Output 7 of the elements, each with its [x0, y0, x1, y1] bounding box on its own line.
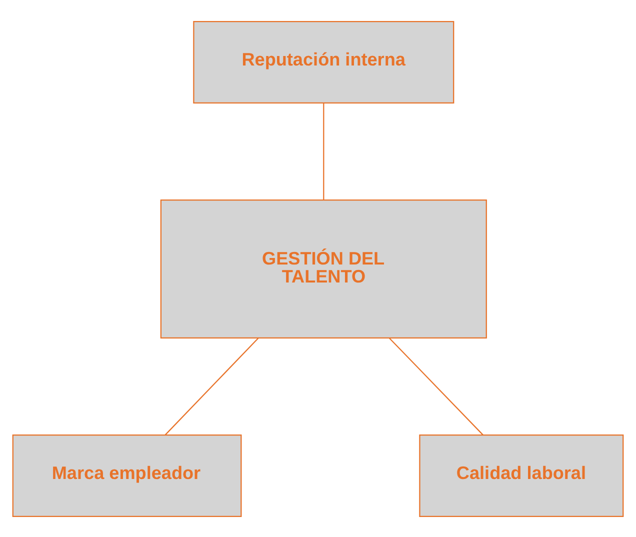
node-box: Marca empleador: [12, 434, 242, 517]
node-box: Calidad laboral: [419, 434, 624, 517]
node-box: GESTIÓN DEL TALENTO: [160, 199, 487, 338]
node-box: Reputación interna: [193, 20, 454, 103]
connector: [388, 337, 484, 435]
connector: [164, 337, 259, 435]
connector: [323, 102, 324, 200]
